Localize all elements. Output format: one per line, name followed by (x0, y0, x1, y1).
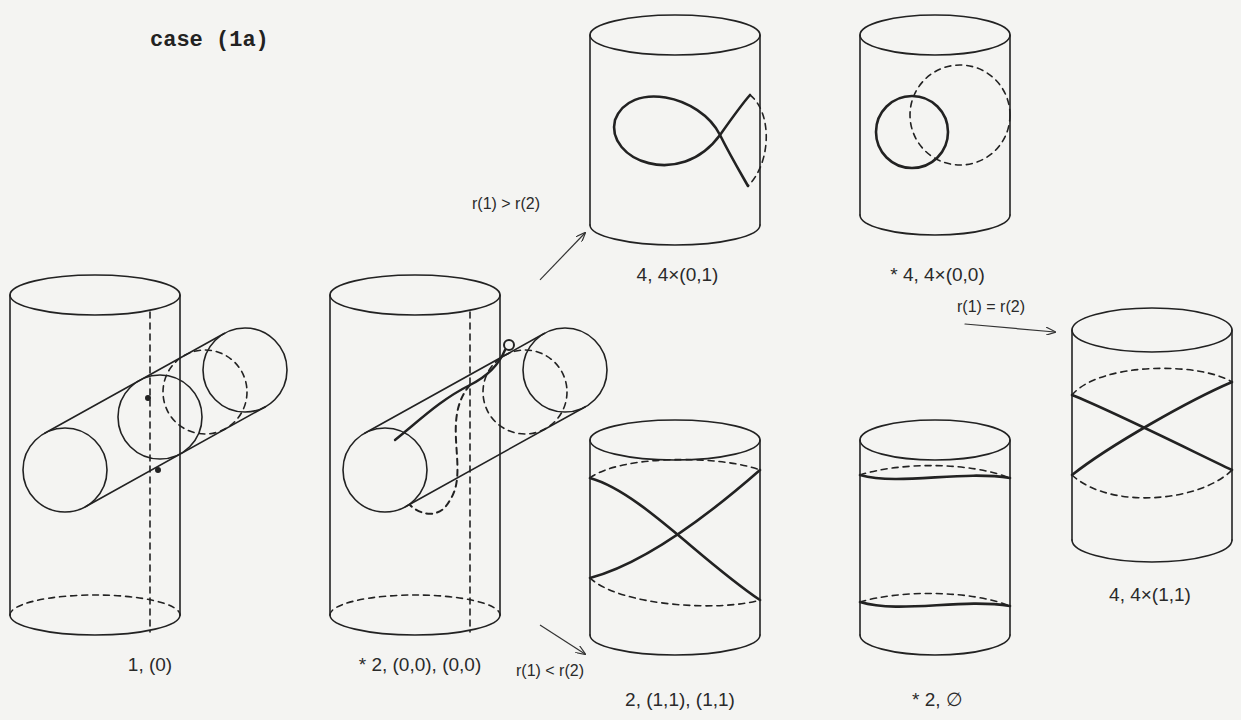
outline-stroke (759, 35, 761, 225)
outline-stroke (1072, 308, 1232, 352)
outline-stroke (1072, 368, 1232, 395)
outline-stroke (118, 375, 202, 459)
outline-stroke (504, 340, 514, 350)
outline-stroke (860, 420, 1010, 460)
outline-stroke (589, 35, 591, 225)
outline-stroke (330, 595, 500, 615)
outline-stroke (910, 65, 1010, 165)
transition-arrow (540, 625, 585, 654)
figure-caption: 4, 4×(1,1) (1062, 584, 1238, 606)
outline-stroke (156, 468, 160, 472)
figure-caption: * 4, 4×(0,0) (850, 264, 1025, 286)
outline-stroke (859, 35, 861, 215)
outline-stroke (523, 328, 607, 412)
figure-caption: 4, 4×(0,1) (585, 264, 770, 286)
figure-panel: 4, 4×(0,1) (585, 5, 770, 290)
outline-stroke (1231, 330, 1233, 540)
outline-stroke (23, 428, 107, 512)
figure-caption: 1, (0) (5, 654, 295, 676)
figure-panel: 1, (0) (5, 270, 295, 680)
outline-stroke (860, 466, 1010, 478)
cylinder-figure (10, 275, 287, 635)
figure-panel: 2, (1,1), (1,1) (585, 410, 775, 715)
outline-stroke (10, 275, 180, 315)
outline-stroke (590, 470, 760, 578)
figure-panel: * 2, ∅ (850, 410, 1025, 715)
outline-stroke (860, 602, 1010, 607)
outline-stroke (1009, 35, 1011, 215)
outline-stroke (163, 350, 247, 434)
cylinder-figure (860, 15, 1010, 235)
outline-stroke (1071, 330, 1073, 540)
cylinder-figure (330, 275, 607, 635)
arrow-line (965, 324, 1055, 332)
outline-stroke (1072, 540, 1232, 562)
outline-stroke (748, 95, 766, 186)
outline-stroke (860, 215, 1010, 235)
diagram-title: case (1a) (150, 28, 269, 53)
outline-stroke (329, 295, 331, 615)
outline-stroke (9, 295, 11, 615)
outline-stroke (1072, 470, 1232, 498)
figure-caption: * 2, (0,0), (0,0) (300, 654, 540, 676)
outline-stroke (203, 328, 287, 412)
cylinder-figure (590, 420, 760, 655)
outline-stroke (330, 615, 500, 635)
outline-stroke (483, 350, 567, 434)
figure-caption: 2, (1,1), (1,1) (585, 689, 775, 711)
outline-stroke (146, 396, 150, 400)
outline-stroke (590, 578, 760, 606)
figure-panel: 4, 4×(1,1) (1062, 290, 1238, 610)
condition-label: r(1) = r(2) (955, 298, 1027, 316)
transition-arrow (540, 233, 585, 280)
outline-stroke (589, 440, 591, 635)
outline-stroke (859, 440, 861, 635)
outline-stroke (590, 460, 760, 478)
condition-label: r(1) < r(2) (514, 662, 586, 680)
outline-stroke (365, 333, 545, 433)
cylinder-figure (1072, 308, 1232, 562)
figure-panel: * 2, (0,0), (0,0) (300, 270, 540, 680)
outline-stroke (590, 420, 760, 460)
outline-stroke (720, 135, 748, 186)
outline-stroke (330, 275, 500, 315)
outline-stroke (590, 635, 760, 655)
outline-stroke (590, 478, 760, 600)
outline-stroke (876, 96, 948, 168)
cylinder-figure (860, 420, 1010, 655)
outline-stroke (860, 15, 1010, 55)
outline-stroke (343, 428, 427, 512)
outline-stroke (1072, 382, 1232, 475)
cylinder-figure (590, 15, 766, 245)
outline-stroke (860, 635, 1010, 655)
outline-stroke (590, 15, 760, 55)
outline-stroke (410, 385, 470, 514)
outline-stroke (395, 350, 505, 440)
outline-stroke (590, 225, 760, 245)
outline-stroke (10, 595, 180, 615)
outline-stroke (860, 475, 1010, 479)
outline-stroke (10, 615, 180, 635)
condition-label: r(1) > r(2) (470, 195, 542, 213)
outline-stroke (860, 593, 1010, 606)
figure-caption: * 2, ∅ (850, 688, 1025, 711)
figure-panel: * 4, 4×(0,0) (850, 5, 1025, 290)
